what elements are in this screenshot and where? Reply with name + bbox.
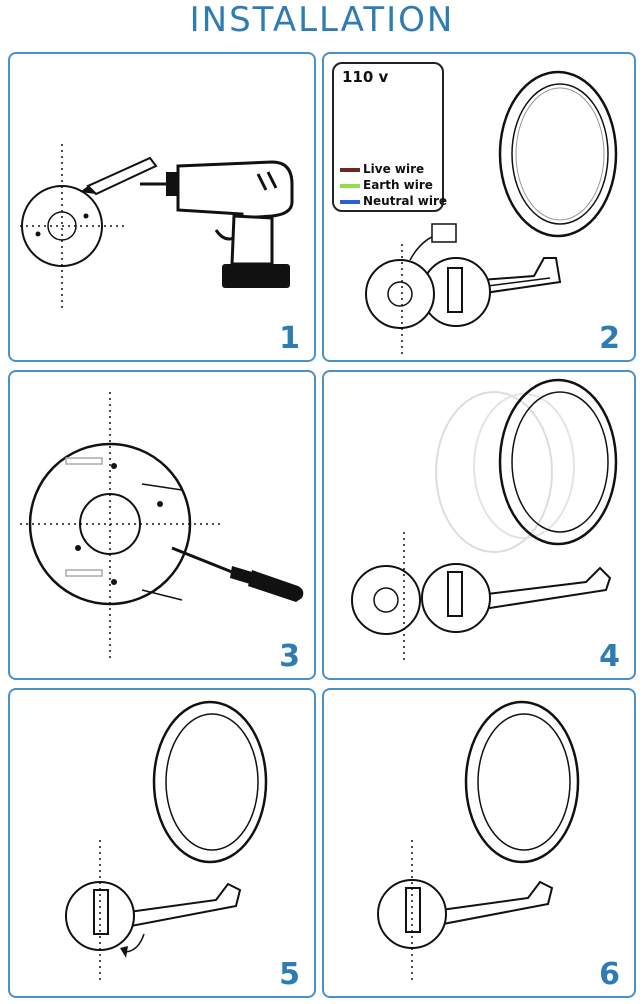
legend-neutral: Neutral wire xyxy=(340,194,447,208)
page-title: INSTALLATION xyxy=(189,0,455,40)
step-3-illustration xyxy=(20,392,304,662)
step-number: 2 xyxy=(599,321,620,356)
step-4-illustration xyxy=(351,378,618,662)
step-number: 6 xyxy=(599,957,620,992)
step-3-panel: 3 xyxy=(8,370,316,680)
step-5-illustration xyxy=(65,700,268,980)
step-number: 5 xyxy=(279,957,300,992)
legend-live: Live wire xyxy=(340,162,424,176)
step-1-panel: 1 xyxy=(8,52,316,362)
drill-icon xyxy=(140,160,294,288)
legend-earth: Earth wire xyxy=(340,178,433,192)
step-5-panel: 5 xyxy=(8,688,316,998)
wiring-legend: 110 v Live wire Earth wire Neutral wire xyxy=(332,62,447,212)
step-number: 1 xyxy=(279,321,300,356)
screwdriver-icon xyxy=(171,546,304,602)
pencil-icon xyxy=(80,156,158,196)
step-number: 3 xyxy=(279,639,300,674)
step-6-panel: 6 xyxy=(322,688,636,998)
step-number: 4 xyxy=(599,639,620,674)
voltage-label: 110 v xyxy=(342,68,389,86)
step-6-illustration xyxy=(377,700,580,980)
step-2-panel: 110 v Live wire Earth wire Neutral wire … xyxy=(322,52,636,362)
step-4-panel: 4 xyxy=(322,370,636,680)
step-1-illustration xyxy=(20,144,294,309)
